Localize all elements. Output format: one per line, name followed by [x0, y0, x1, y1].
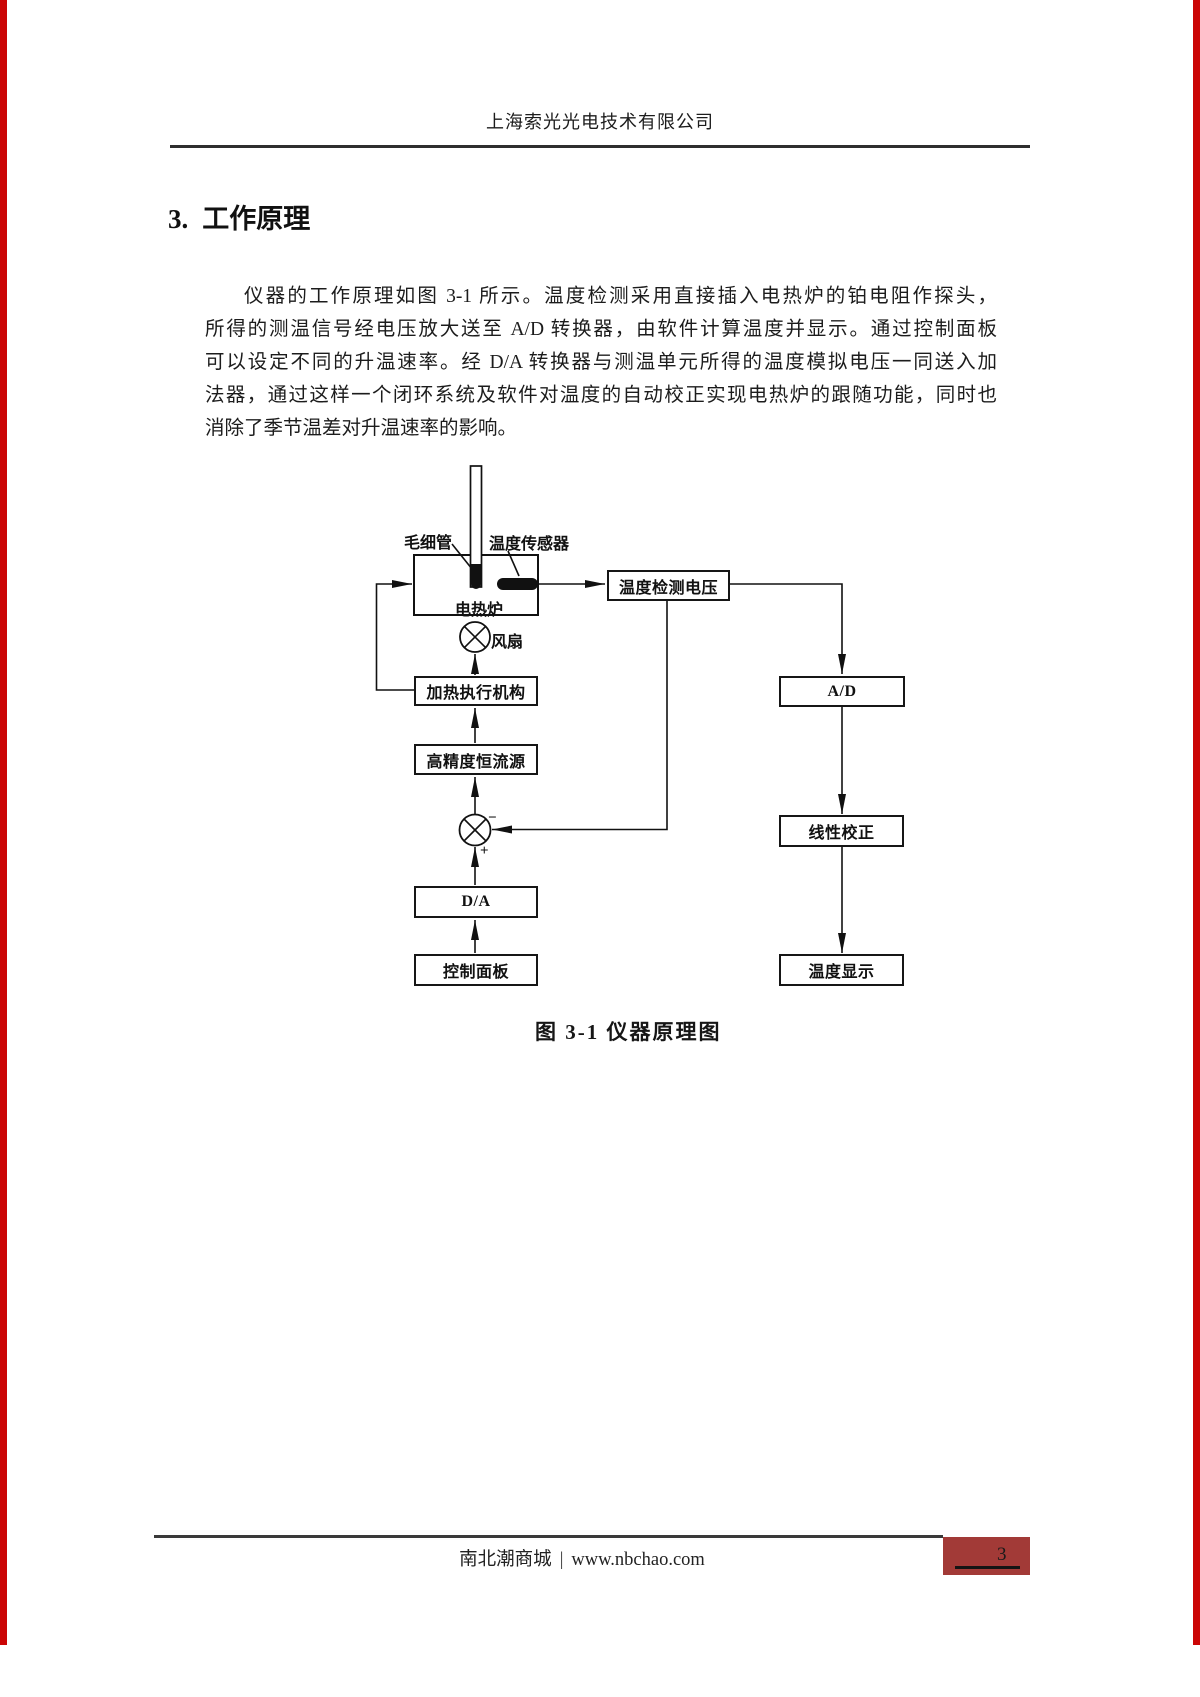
footer-rule: [154, 1535, 943, 1538]
paragraph-line: 仪器的工作原理如图 3-1 所示。温度检测采用直接插入电热炉的铂电阻作探头，: [244, 286, 997, 307]
paragraph-line: 消除了季节温差对升温速率的影响。: [205, 418, 518, 439]
adder-icon: [458, 813, 492, 847]
section-heading: 3. 工作原理: [168, 197, 310, 236]
box-linear-correction: 线性校正: [779, 815, 904, 847]
fan-icon: [459, 621, 491, 653]
capillary-tip: [471, 564, 481, 589]
figure-caption: 图 3-1 仪器原理图: [535, 1020, 722, 1044]
footer-site-url: www.nbchao.com: [571, 1550, 705, 1570]
box-detect-voltage: 温度检测电压: [607, 570, 730, 601]
box-current-source: 高精度恒流源: [414, 744, 538, 775]
adder-minus-sign: −: [488, 810, 497, 826]
box-ad-converter: A/D: [779, 676, 905, 707]
header-company-name: 上海索光光电技术有限公司: [486, 112, 714, 132]
page-number-box: 3: [943, 1537, 1030, 1575]
section-title: 工作原理: [202, 204, 311, 234]
box-temp-display: 温度显示: [779, 954, 904, 986]
label-capillary: 毛细管: [404, 535, 453, 552]
footer-separator: |: [559, 1550, 564, 1570]
label-temp-sensor: 温度传感器: [489, 536, 570, 553]
box-control-panel: 控制面板: [414, 954, 538, 986]
paragraph-line: 所得的测温信号经电压放大送至 A/D 转换器，由软件计算温度并显示。通过控制面板: [205, 319, 997, 340]
page-number: 3: [997, 1544, 1007, 1565]
capillary-leader-line: [451, 543, 473, 570]
box-heater-exec: 加热执行机构: [414, 676, 538, 706]
paragraph-line: 法器，通过这样一个闭环系统及软件对温度的自动校正实现电热炉的跟随功能，同时也: [205, 385, 997, 406]
footer-site-name: 南北潮商城: [459, 1550, 552, 1570]
capillary-tube: [469, 465, 483, 588]
connector-feedback-to-furnace: [375, 580, 414, 691]
header-rule: [170, 145, 1030, 148]
body-paragraph: 仪器的工作原理如图 3-1 所示。温度检测采用直接插入电热炉的铂电阻作探头， 所…: [205, 280, 997, 445]
right-edge-stripe: [1193, 0, 1200, 1645]
label-fan: 风扇: [491, 634, 524, 651]
page-number-underline: [955, 1566, 1020, 1569]
sensor-leader-line: [507, 550, 520, 577]
box-da-converter: D/A: [414, 886, 538, 918]
connector-voltage-to-ad: [730, 583, 846, 674]
footer-text: 南北潮商城 | www.nbchao.com: [0, 1545, 1182, 1571]
paragraph-line: 可以设定不同的升温速率。经 D/A 转换器与测温单元所得的温度模拟电压一同送入加: [205, 352, 997, 373]
left-edge-stripe: [0, 0, 7, 1645]
label-furnace: 电热炉: [455, 602, 504, 619]
section-number: 3.: [168, 204, 189, 234]
adder-plus-sign: +: [480, 843, 489, 859]
temp-sensor-bar: [497, 578, 538, 590]
